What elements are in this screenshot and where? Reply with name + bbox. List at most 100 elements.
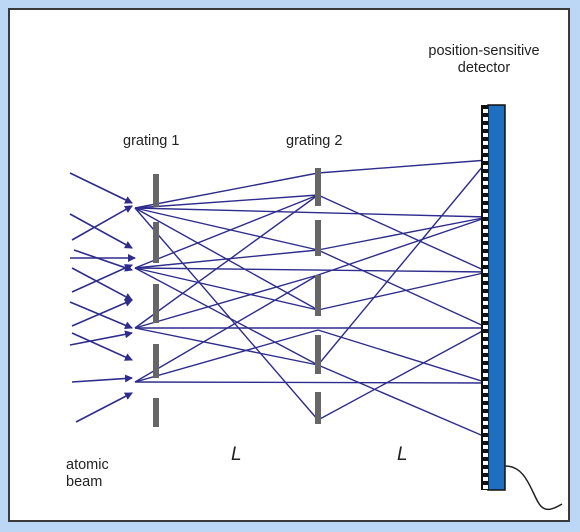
ray-path xyxy=(317,271,489,311)
detector-pixel xyxy=(483,157,488,161)
ray-path xyxy=(317,364,489,439)
detector-label-line1: position-sensitive xyxy=(428,43,540,59)
ray-path xyxy=(134,194,319,329)
atomic-beam-label-line1: atomic xyxy=(66,457,109,473)
ray-path xyxy=(134,207,319,421)
detector-pixel xyxy=(483,341,488,345)
detector-pixel xyxy=(483,293,488,297)
incoming-beam-arrow xyxy=(69,213,133,249)
distance-label-1: L xyxy=(231,444,242,465)
detector-pixel xyxy=(483,189,488,193)
detector-pixel xyxy=(483,477,488,481)
detector-pixel xyxy=(483,285,488,289)
detector-pixel xyxy=(483,109,488,113)
detector-pixel xyxy=(483,333,488,337)
diagram-frame: position-sensitive detector grating 1 gr… xyxy=(8,8,570,522)
detector-label: position-sensitive detector xyxy=(414,43,554,77)
ray-path xyxy=(134,249,319,269)
detector-pixel xyxy=(483,381,488,385)
detector-pixel xyxy=(483,309,488,313)
detector-pixel xyxy=(483,197,488,201)
detector-pixel xyxy=(483,469,488,473)
detector-label-line2: detector xyxy=(457,60,511,76)
ray-path xyxy=(134,274,319,329)
ray-path xyxy=(134,329,319,383)
grating-1-label: grating 1 xyxy=(123,133,180,149)
detector-pixel-strip xyxy=(481,105,488,490)
detector-pixel xyxy=(483,389,488,393)
incoming-beam-arrow xyxy=(71,332,133,361)
detector-pixel xyxy=(483,373,488,377)
ray-path xyxy=(317,159,489,174)
detector-pixel xyxy=(483,453,488,457)
detector-pixel xyxy=(483,261,488,265)
detector-pixel xyxy=(483,277,488,281)
detector-cable xyxy=(504,465,563,511)
grating-2-label: grating 2 xyxy=(286,133,343,149)
ray-path xyxy=(134,381,489,384)
ray-path xyxy=(317,159,489,366)
detector-pixel xyxy=(483,149,488,153)
detector-pixel xyxy=(483,485,488,489)
detector-pixel xyxy=(483,397,488,401)
interferometer-diagram xyxy=(69,104,563,511)
detector-pixel xyxy=(483,237,488,241)
ray-path xyxy=(134,274,319,383)
position-sensitive-detector xyxy=(481,104,506,491)
incoming-beam-arrow xyxy=(71,205,133,241)
detector-pixel xyxy=(483,413,488,417)
detector-pixel xyxy=(483,229,488,233)
incoming-beam-arrow xyxy=(71,374,133,383)
ray-path xyxy=(317,216,489,251)
ray-path xyxy=(134,194,319,269)
detector-pixel xyxy=(483,165,488,169)
detector-pixel xyxy=(483,437,488,441)
detector-pixel xyxy=(483,141,488,145)
detector-pixel xyxy=(483,213,488,217)
incoming-beam-arrow xyxy=(71,267,133,301)
detector-pixel xyxy=(483,205,488,209)
detector-pixel xyxy=(483,461,488,465)
atomic-beam-label: atomic beam xyxy=(66,457,109,491)
detector-pixel xyxy=(483,405,488,409)
detector-pixel xyxy=(483,173,488,177)
incoming-beam-arrow xyxy=(71,264,133,293)
incoming-beam-arrow xyxy=(75,392,133,423)
detector-pixel xyxy=(483,349,488,353)
atom-ray-paths xyxy=(69,159,489,439)
gratings xyxy=(153,168,321,427)
ray-path xyxy=(317,329,489,384)
ray-path xyxy=(317,249,489,329)
detector-pixel xyxy=(483,117,488,121)
ray-path xyxy=(134,267,489,273)
incoming-beam-arrow xyxy=(73,249,133,272)
ray-path xyxy=(134,172,319,209)
distance-label-2: L xyxy=(397,444,408,465)
detector-pixel xyxy=(483,253,488,257)
detector-pixel xyxy=(483,181,488,185)
ray-path xyxy=(134,267,319,366)
detector-pixel xyxy=(483,269,488,273)
detector-pixel xyxy=(483,125,488,129)
detector-pixel xyxy=(483,317,488,321)
incoming-beam-arrow xyxy=(69,301,133,329)
detector-pixel xyxy=(483,325,488,329)
ray-path xyxy=(317,327,489,421)
detector-pixel xyxy=(483,357,488,361)
detector-pixel xyxy=(483,429,488,433)
detector-pixel xyxy=(483,421,488,425)
detector-pixel xyxy=(483,133,488,137)
incoming-beam-arrow xyxy=(71,299,133,327)
ray-path xyxy=(134,267,319,311)
incoming-beam-arrow xyxy=(69,172,133,204)
detector-pixel xyxy=(483,221,488,225)
ray-path xyxy=(134,194,319,209)
ray-path xyxy=(134,207,319,251)
detector-pixel xyxy=(483,301,488,305)
ray-path xyxy=(134,327,319,366)
detector-pixel xyxy=(483,445,488,449)
ray-path xyxy=(134,207,489,218)
ray-path xyxy=(317,216,489,276)
incoming-beam-arrow xyxy=(69,330,133,346)
detector-pixel xyxy=(483,245,488,249)
